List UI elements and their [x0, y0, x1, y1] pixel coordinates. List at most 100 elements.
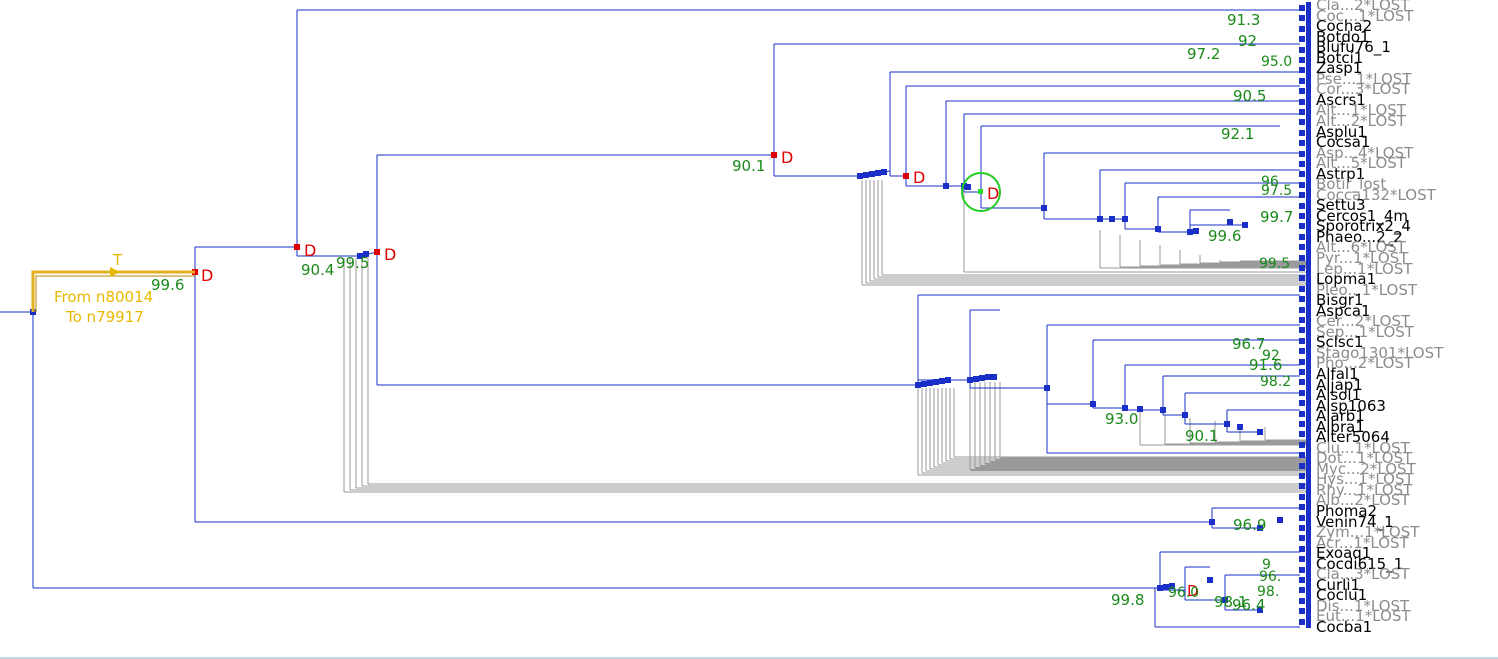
tree-node[interactable] — [1155, 226, 1161, 232]
leaf-node[interactable] — [1299, 78, 1305, 84]
leaf-label[interactable]: Albra1 — [1316, 418, 1365, 436]
tree-node[interactable] — [881, 169, 887, 175]
leaf-node[interactable] — [1299, 411, 1305, 417]
tree-node[interactable] — [1277, 517, 1283, 523]
tree-node[interactable] — [1122, 405, 1128, 411]
tree-node[interactable] — [1090, 401, 1096, 407]
leaf-node[interactable] — [1299, 504, 1305, 510]
duplication-node[interactable] — [771, 152, 777, 158]
leaf-node[interactable] — [1299, 234, 1305, 240]
leaf-node[interactable] — [1299, 442, 1305, 448]
leaf-label[interactable]: Settu3 — [1316, 196, 1366, 214]
leaf-label[interactable]: Alsol1 — [1316, 386, 1361, 404]
leaf-label[interactable]: Sclsc1 — [1316, 333, 1364, 351]
leaf-node[interactable] — [1299, 463, 1305, 469]
tree-node[interactable] — [363, 251, 369, 257]
leaf-label[interactable]: Zasp1 — [1316, 59, 1362, 77]
leaf-node[interactable] — [1299, 275, 1305, 281]
tree-node[interactable] — [991, 374, 997, 380]
leaf-node[interactable] — [1299, 47, 1305, 53]
leaf-node[interactable] — [1299, 421, 1305, 427]
leaf-node[interactable] — [1299, 567, 1305, 573]
leaf-label[interactable]: Alt...1*LOST — [1316, 101, 1407, 119]
tree-node[interactable] — [945, 377, 951, 383]
tree-node[interactable] — [1097, 216, 1103, 222]
leaf-node[interactable] — [1299, 286, 1305, 292]
tree-node[interactable] — [1224, 421, 1230, 427]
tree-node[interactable] — [1242, 222, 1248, 228]
leaf-label[interactable]: Sporotrix2_4 — [1316, 217, 1411, 236]
leaf-node[interactable] — [1299, 244, 1305, 250]
leaf-node[interactable] — [1299, 36, 1305, 42]
selected-node-ring[interactable] — [961, 172, 1001, 212]
leaf-label[interactable]: Cocca132*LOST — [1316, 186, 1437, 204]
tree-node[interactable] — [1257, 429, 1263, 435]
leaf-label[interactable]: Eut...1*LOST — [1316, 607, 1411, 625]
leaf-label[interactable]: Blufu76_1 — [1316, 38, 1391, 57]
leaf-label[interactable]: Curli1 — [1316, 576, 1360, 594]
leaf-label[interactable]: Phoma2 — [1316, 502, 1377, 520]
tree-node[interactable] — [1109, 216, 1115, 222]
leaf-label[interactable]: Stago1301*LOST — [1316, 344, 1444, 362]
leaf-label[interactable]: Asp...4*LOST — [1316, 144, 1414, 162]
tree-node[interactable] — [939, 378, 945, 384]
leaf-node[interactable] — [1299, 15, 1305, 21]
leaf-label[interactable]: Zym...1*LOST — [1316, 523, 1420, 541]
leaf-node[interactable] — [1299, 265, 1305, 271]
leaf-node[interactable] — [1299, 473, 1305, 479]
leaf-node[interactable] — [1299, 577, 1305, 583]
tree-node[interactable] — [863, 172, 869, 178]
leaf-label[interactable]: Cor...3*LOST — [1316, 80, 1411, 98]
leaf-label[interactable]: Aljap1 — [1316, 376, 1363, 394]
leaf-label[interactable]: Alt...2*LOST — [1316, 112, 1407, 130]
leaf-label[interactable]: Alfal1 — [1316, 365, 1359, 383]
tree-node[interactable] — [973, 376, 979, 382]
tree-node[interactable] — [979, 375, 985, 381]
leaf-node[interactable] — [1299, 26, 1305, 32]
leaf-node[interactable] — [1299, 161, 1305, 167]
leaf-label[interactable]: Cocsa1 — [1316, 133, 1370, 151]
selected-node-icon[interactable] — [978, 189, 983, 194]
tree-node[interactable] — [943, 183, 949, 189]
leaf-label[interactable]: Exoaq1 — [1316, 544, 1371, 562]
duplication-node[interactable] — [294, 244, 300, 250]
leaf-node[interactable] — [1299, 587, 1305, 593]
leaf-node[interactable] — [1299, 140, 1305, 146]
tree-node[interactable] — [915, 382, 921, 388]
leaf-label[interactable]: Cocha2 — [1316, 17, 1372, 35]
leaf-label[interactable]: Alter5064 — [1316, 428, 1390, 446]
tree-node[interactable] — [1169, 583, 1175, 589]
leaf-label[interactable]: Alt...5*LOST — [1316, 154, 1407, 172]
leaf-label[interactable]: Dis...1*LOST — [1316, 597, 1410, 615]
leaf-label[interactable]: Phaeo...2_2 — [1316, 228, 1403, 247]
leaf-node[interactable] — [1299, 213, 1305, 219]
leaf-label[interactable]: Acr...1*LOST — [1316, 534, 1410, 552]
leaf-node[interactable] — [1299, 400, 1305, 406]
leaf-node[interactable] — [1299, 556, 1305, 562]
leaf-node[interactable] — [1299, 99, 1305, 105]
leaf-node[interactable] — [1299, 119, 1305, 125]
leaf-label[interactable]: Rhy...1*LOST — [1316, 481, 1413, 499]
leaf-node[interactable] — [1299, 151, 1305, 157]
tree-node[interactable] — [1257, 525, 1263, 531]
leaf-node[interactable] — [1299, 525, 1305, 531]
tree-node[interactable] — [1122, 216, 1128, 222]
leaf-label[interactable]: Coc...1*LOST — [1316, 7, 1414, 25]
leaf-node[interactable] — [1299, 182, 1305, 188]
leaf-node[interactable] — [1299, 338, 1305, 344]
tree-node[interactable] — [1257, 607, 1263, 613]
leaf-label[interactable]: Lopma1 — [1316, 270, 1376, 288]
leaf-node[interactable] — [1299, 327, 1305, 333]
leaf-node[interactable] — [1299, 483, 1305, 489]
leaf-label[interactable]: Clu...1*LOST — [1316, 439, 1411, 457]
leaf-label[interactable]: Bisgr1 — [1316, 291, 1364, 309]
tree-node[interactable] — [1182, 412, 1188, 418]
leaf-node[interactable] — [1299, 348, 1305, 354]
leaf-label[interactable]: Pleo...1*LOST — [1316, 281, 1418, 299]
tree-node[interactable] — [875, 170, 881, 176]
leaf-node[interactable] — [1299, 5, 1305, 11]
leaf-label[interactable]: Hys...1*LOST — [1316, 470, 1414, 488]
tree-node[interactable] — [1237, 424, 1243, 430]
duplication-node[interactable] — [374, 249, 380, 255]
tree-node[interactable] — [1160, 407, 1166, 413]
